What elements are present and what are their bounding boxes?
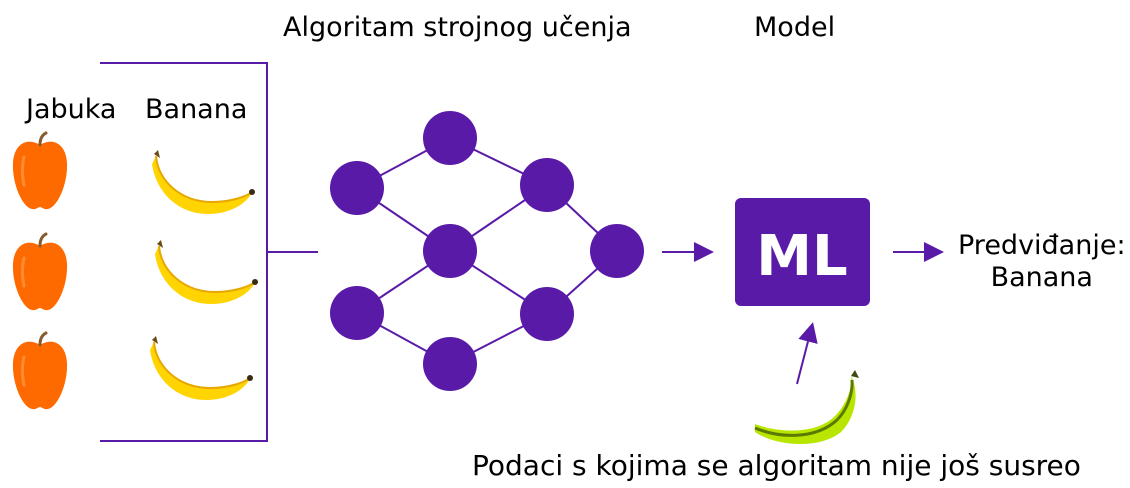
- ml-model-box: [735, 198, 870, 306]
- training-data-bracket: [100, 62, 318, 442]
- network-node: [520, 158, 574, 212]
- prediction-value: Banana: [990, 262, 1093, 293]
- network-edges: [356, 137, 618, 365]
- network-node: [330, 286, 384, 340]
- network-node: [330, 161, 384, 215]
- algorithm-title: Algoritam strojnog učenja: [283, 12, 632, 43]
- prediction-heading: Predviđanje:: [958, 230, 1126, 261]
- new-data-caption: Podaci s kojima se algoritam nije još su…: [472, 449, 1081, 482]
- network-node: [423, 337, 477, 391]
- green-banana-image: [754, 370, 859, 445]
- banana-image-1: [151, 149, 256, 215]
- ml-model-label: ML: [756, 224, 847, 289]
- apple-column-label: Jabuka: [26, 94, 117, 125]
- banana-image-2: [154, 239, 259, 305]
- network-node: [520, 287, 574, 341]
- apple-image-2: [11, 232, 69, 312]
- arrow-new-data-to-model: [796, 322, 818, 385]
- network-node: [590, 224, 644, 278]
- banana-column-label: Banana: [145, 94, 248, 125]
- prediction-label: Predviđanje: Banana: [958, 230, 1126, 294]
- model-title: Model: [754, 12, 836, 43]
- network-nodes: [330, 111, 644, 391]
- banana-image-3: [149, 335, 254, 401]
- apple-image-1: [11, 131, 69, 211]
- apple-image-3: [11, 331, 69, 411]
- network-node: [423, 224, 477, 278]
- network-node: [423, 111, 477, 165]
